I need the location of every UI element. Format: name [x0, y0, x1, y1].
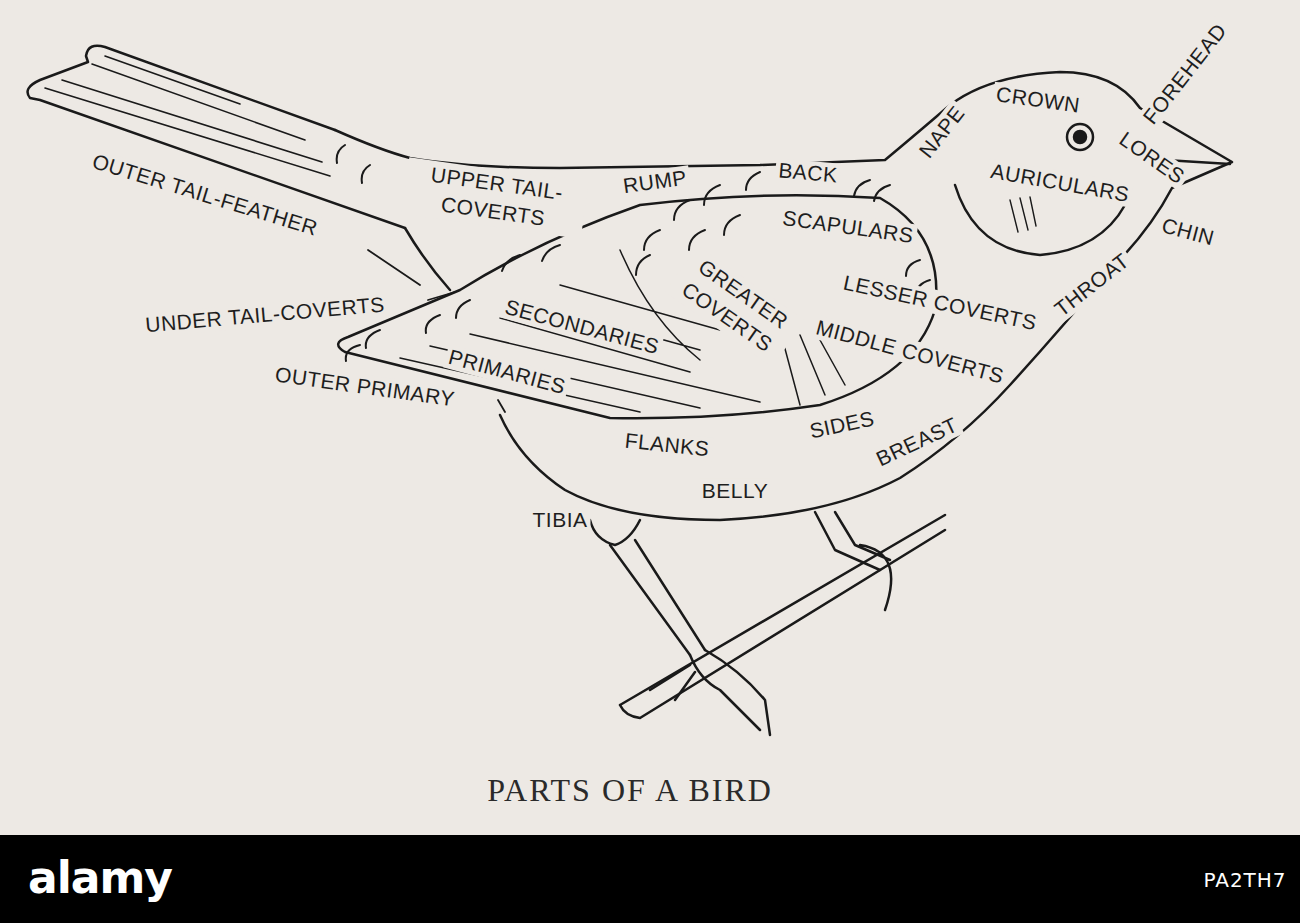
part-label: CROWN	[992, 82, 1085, 118]
part-label: UNDER TAIL-COVERTS	[141, 292, 388, 337]
part-label: SECONDARIES	[499, 294, 664, 360]
part-label: OUTER PRIMARY	[271, 362, 460, 412]
part-label: BACK	[774, 158, 841, 188]
part-label: GREATER COVERTS	[665, 245, 805, 367]
watermark: PA2TH7	[1200, 869, 1289, 892]
part-label: TIBIA	[529, 508, 590, 532]
bird-drawing	[28, 46, 1232, 735]
part-label: BREAST	[870, 411, 965, 472]
part-label: RUMP	[619, 165, 692, 199]
part-label: FLANKS	[621, 428, 714, 461]
part-label: PRIMARIES	[443, 344, 571, 400]
part-label: AURICULARS	[986, 158, 1134, 207]
watermark-bar	[0, 835, 1300, 923]
part-label: FOREHEAD	[1136, 17, 1233, 132]
part-label: BELLY	[699, 479, 771, 503]
part-label: NAPE	[912, 99, 971, 165]
part-label: LORES	[1112, 125, 1191, 190]
part-label: CHIN	[1156, 213, 1220, 252]
watermark: alamy	[25, 853, 175, 904]
part-label: OUTER TAIL-FEATHER	[87, 148, 324, 241]
part-label: LESSER COVERTS	[838, 270, 1041, 336]
part-label: MIDDLE COVERTS	[811, 315, 1010, 390]
figure-caption: PARTS OF A BIRD	[487, 772, 773, 809]
part-label: SCAPULARS	[778, 205, 918, 248]
part-label: UPPER TAIL-COVERTS	[401, 157, 588, 238]
part-label: SIDES	[805, 406, 880, 444]
part-label: THROAT	[1048, 247, 1137, 324]
